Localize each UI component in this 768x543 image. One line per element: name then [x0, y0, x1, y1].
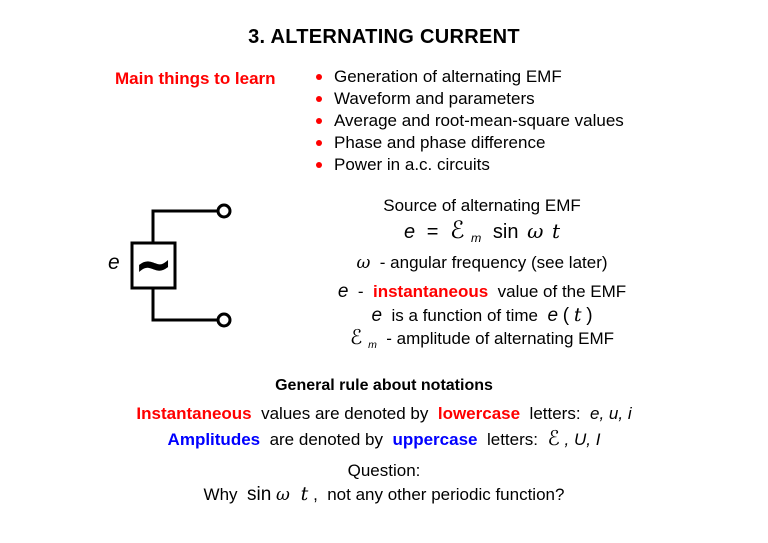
ac-source-tilde-icon: ~ [135, 240, 172, 291]
bullet-item: Waveform and parameters [316, 88, 624, 110]
bullet-item: Average and root-mean-square values [316, 110, 624, 132]
sub-m: m [368, 339, 377, 351]
terminal-top-icon [216, 203, 232, 219]
bullet-label: Average and root-mean-square values [334, 111, 624, 130]
e-symbol: e [371, 305, 383, 326]
rule-uppercase-line: Amplitudes are denoted by uppercase lett… [167, 426, 601, 450]
t-symbol: t [573, 304, 582, 326]
instantaneous-line: e - instantaneous value of the EMF [337, 281, 627, 302]
instantaneous-keyword: instantaneous [372, 282, 489, 301]
formula-omega: ω [527, 219, 544, 243]
ac-circuit-diagram: ~ [130, 203, 232, 328]
question-line: Why sin ω t , not any other periodic fun… [203, 483, 565, 505]
rule-lowercase-line: Instantaneous values are denoted by lowe… [136, 404, 632, 423]
sin-symbol: sin [247, 484, 272, 505]
formula-t: t [551, 219, 560, 243]
emf-label: e [108, 251, 120, 274]
t-symbol: t [294, 483, 309, 505]
bullet-item: Generation of alternating EMF [316, 66, 624, 88]
circuit-wires [151, 209, 217, 322]
bullet-label: Power in a.c. circuits [334, 155, 490, 174]
bullet-label: Phase and phase difference [334, 133, 546, 152]
lowercase-variables: e, u, i [590, 404, 632, 423]
uppercase-variables: , U, I [564, 430, 601, 449]
emf-formula: e = ℰ m sin ω t [292, 218, 672, 245]
formula-equals: = [426, 221, 439, 243]
e-symbol: e [547, 305, 559, 326]
question-label: Question: [347, 461, 421, 480]
rules-heading: General rule about notations [275, 377, 493, 394]
bullet-item: Power in a.c. circuits [316, 154, 624, 176]
slide-title: 3. ALTERNATING CURRENT [248, 26, 520, 48]
bullet-dot-icon [316, 96, 322, 102]
omega-definition-line: ω - angular frequency (see later) [356, 253, 608, 273]
e-symbol: e [337, 281, 349, 302]
lowercase-keyword: lowercase [437, 404, 521, 423]
formula-script-e: ℰ [449, 216, 465, 244]
bullet-dot-icon [316, 162, 322, 168]
learn-bullet-list: Generation of alternating EMF Waveform a… [316, 66, 624, 176]
omega-symbol: ω [356, 253, 371, 273]
formula-sub-m: m [471, 231, 482, 245]
function-of-time-line: e is a function of time e ( t ) [371, 304, 593, 326]
ac-source-box [130, 241, 177, 290]
uppercase-keyword: uppercase [392, 430, 478, 449]
source-section: Source of alternating EMF e = ℰ m sin ω … [292, 196, 672, 386]
source-heading: Source of alternating EMF [383, 196, 581, 215]
bullet-dot-icon [316, 74, 322, 80]
terminal-bottom-icon [216, 312, 232, 328]
bullet-label: Generation of alternating EMF [334, 67, 562, 86]
formula-sin: sin [492, 221, 519, 243]
formula-e: e [404, 221, 416, 243]
script-e-symbol: ℰ [547, 426, 560, 450]
amplitude-line: ℰ m - amplitude of alternating EMF [349, 325, 615, 351]
learn-label: Main things to learn [115, 69, 276, 88]
amplitudes-keyword: Amplitudes [167, 430, 261, 449]
instantaneous-keyword: Instantaneous [136, 404, 252, 423]
bullet-dot-icon [316, 118, 322, 124]
notation-rules-section: General rule about notations Instantaneo… [0, 377, 768, 457]
script-e-symbol: ℰ [349, 325, 363, 349]
question-section: Question: Why sin ω t , not any other pe… [0, 461, 768, 511]
bullet-item: Phase and phase difference [316, 132, 624, 154]
omega-symbol: ω [276, 485, 290, 505]
bullet-dot-icon [316, 140, 322, 146]
bullet-label: Waveform and parameters [334, 89, 535, 108]
